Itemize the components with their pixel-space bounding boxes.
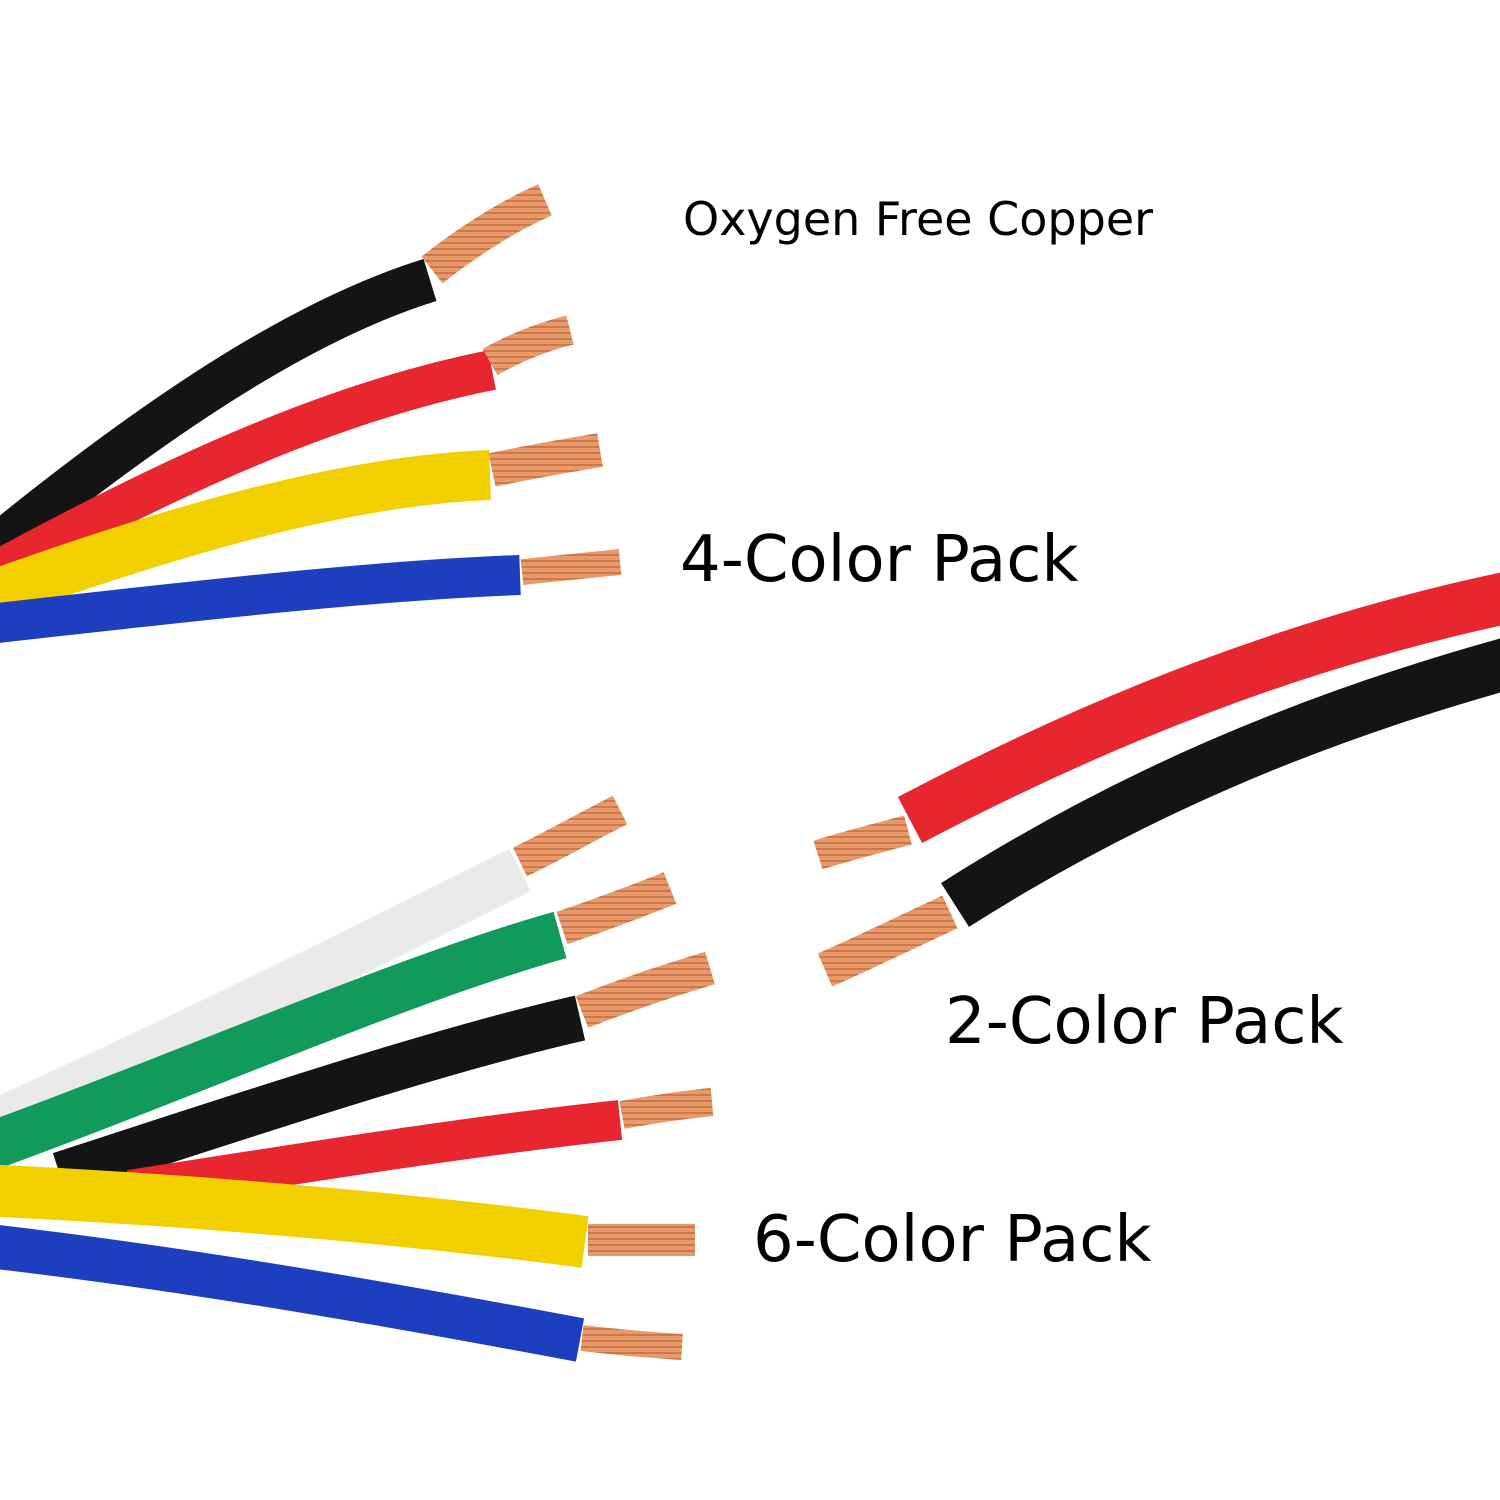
wire-blue [0,555,521,643]
copper-strands-black [575,951,715,1028]
wire-yellow [0,1164,589,1268]
wire-black [52,995,586,1197]
wire-green [0,911,567,1169]
six-color-pack-wires [0,795,715,1362]
two-color-pack-label: 2-Color Pack [945,985,1344,1059]
copper-strands-red [482,315,574,376]
wire-yellow [0,450,491,620]
copper-strands-blue [580,1325,683,1360]
copper-strands-red [813,815,912,870]
copper-strands-black [421,184,552,284]
wire-red [0,350,496,592]
wire-black [0,258,437,573]
copper-strands-green [556,872,677,945]
oxygen-free-copper-label: Oxygen Free Copper [683,192,1154,246]
wire-blue [0,1225,585,1362]
six-color-pack-label: 6-Color Pack [753,1203,1152,1277]
two-color-pack-wires [813,572,1500,987]
four-color-pack-label: 4-Color Pack [680,523,1079,597]
copper-strands-black [817,895,958,987]
copper-strands-red [619,1088,714,1129]
copper-strands-yellow [488,433,603,487]
wire-black [941,638,1500,927]
four-color-pack-wires [0,184,622,643]
copper-strands-white [513,795,628,877]
wire-red [897,572,1500,844]
wire-white-edge [0,848,531,1148]
wire-white [0,849,531,1147]
copper-strands-blue [520,549,622,585]
